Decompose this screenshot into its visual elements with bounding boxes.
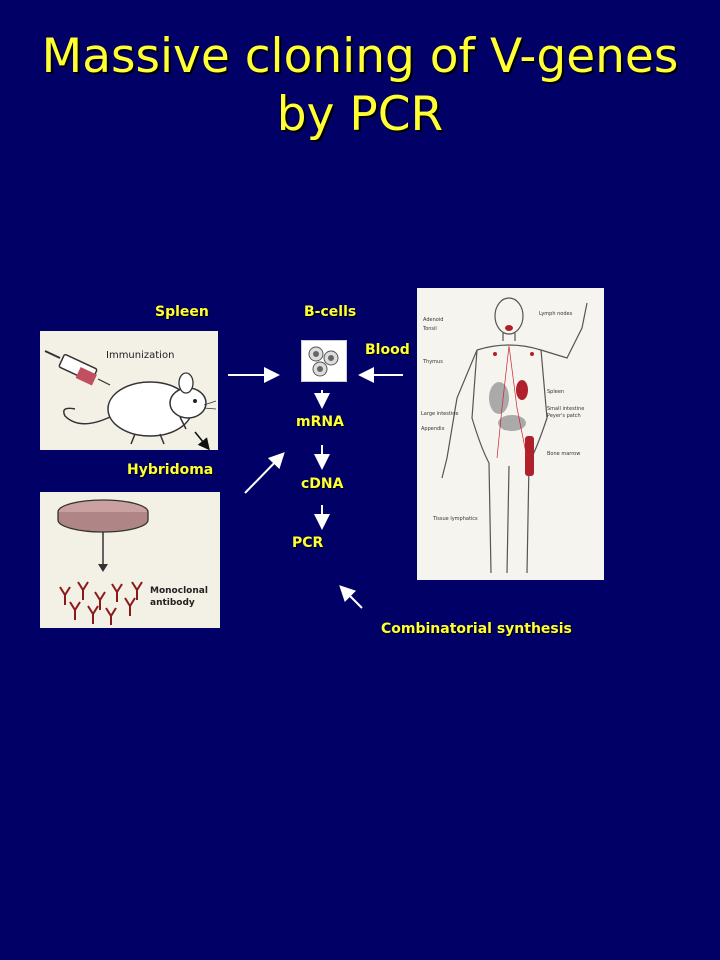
spleen-label: Spleen xyxy=(155,304,209,320)
title-line-2: by PCR xyxy=(276,87,444,142)
monoclonal-caption: Monoclonal xyxy=(150,586,208,596)
syringe-icon xyxy=(44,350,111,386)
arrow-hybridoma-to-mrna xyxy=(244,452,285,494)
body-label-6: Peyer's patch xyxy=(547,413,581,419)
hybridoma-label: Hybridoma xyxy=(127,462,214,478)
title-line-1: Massive cloning of V-genes xyxy=(41,29,679,84)
combinatorial-synthesis-label: Combinatorial synthesis xyxy=(381,621,572,637)
body-label-9: Bone marrow xyxy=(547,451,580,457)
mrna-label: mRNA xyxy=(296,414,344,430)
cdna-label: cDNA xyxy=(301,476,344,492)
arrow-combinatorial-to-pcr xyxy=(339,585,363,609)
b-cells-figure xyxy=(301,340,347,382)
b-cells-icon xyxy=(308,346,339,377)
body-label-0: Adenoid xyxy=(423,317,443,323)
mouse-icon xyxy=(63,372,217,445)
petri-dish-icon xyxy=(57,499,149,533)
lymphatic-system-figure: Adenoid Tonsil Lymph nodes Thymus Spleen… xyxy=(417,288,604,580)
lymph-vessels xyxy=(496,345,528,459)
antibody-cluster-icon xyxy=(59,581,143,625)
body-label-5: Small intestine xyxy=(547,406,584,412)
blood-label: Blood xyxy=(365,342,410,358)
body-label-7: Large intestine xyxy=(421,411,458,417)
body-label-4: Spleen xyxy=(547,389,564,395)
immunization-caption: Immunization xyxy=(106,350,174,361)
bcells-label: B-cells xyxy=(304,304,357,320)
hybridoma-illustration: Monoclonal antibody xyxy=(57,499,208,625)
body-label-1: Tonsil xyxy=(422,326,437,332)
body-label-8: Appendix xyxy=(421,426,445,432)
pcr-label: PCR xyxy=(292,535,324,551)
human-body-illustration: Adenoid Tonsil Lymph nodes Thymus Spleen… xyxy=(421,297,588,574)
slide-title: Massive cloning of V-genes by PCR xyxy=(0,28,720,144)
hybridoma-figure: Monoclonal antibody xyxy=(40,492,220,628)
body-label-10: Tissue lymphatics xyxy=(432,516,478,522)
body-label-3: Thymus xyxy=(422,359,443,365)
mouse-immunization-figure: Immunization xyxy=(40,331,218,450)
body-label-2: Lymph nodes xyxy=(539,311,573,317)
mouse-illustration: Immunization xyxy=(44,350,217,445)
antibody-caption: antibody xyxy=(150,598,195,608)
arrow-mouse-to-hybridoma xyxy=(194,431,210,451)
